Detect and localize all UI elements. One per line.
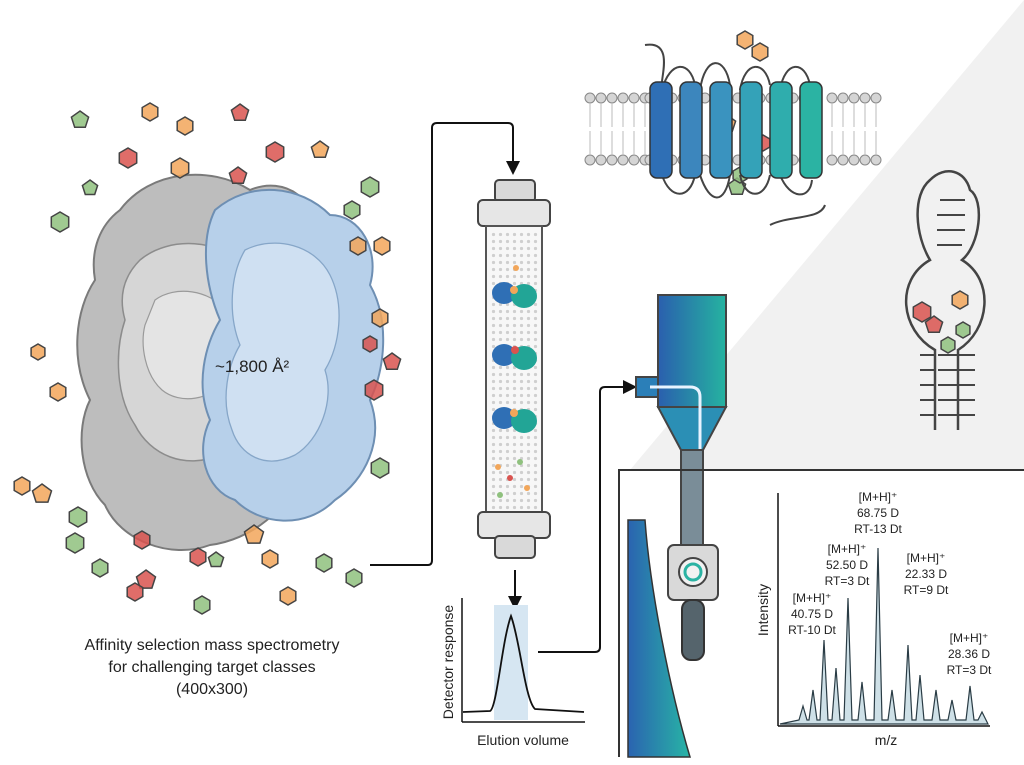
svg-text:[M+H]⁺: [M+H]⁺ bbox=[859, 490, 898, 504]
ligand-11 bbox=[360, 176, 380, 198]
ligand-25 bbox=[65, 532, 85, 554]
ligand-37 bbox=[207, 551, 225, 568]
ligand-29 bbox=[126, 582, 144, 602]
svg-text:52.50 D: 52.50 D bbox=[826, 558, 868, 572]
ligand-12 bbox=[343, 200, 361, 220]
ligand-13 bbox=[349, 236, 367, 256]
spectrum-xlabel: m/z bbox=[875, 732, 898, 748]
bound-complex-2 bbox=[492, 344, 537, 370]
rna-ligand-5 bbox=[940, 336, 956, 354]
peak-annotation-2: [M+H]⁺ 52.50 D RT=3 Dt bbox=[825, 542, 870, 588]
ligand-3 bbox=[230, 103, 250, 122]
peak-annotation-4: [M+H]⁺ 22.33 D RT=9 Dt bbox=[904, 551, 949, 597]
ligand-20 bbox=[49, 382, 67, 402]
ligand-19 bbox=[30, 343, 46, 361]
ms-panel-sweep bbox=[627, 519, 692, 758]
flow-arrow-to-column bbox=[370, 122, 520, 566]
svg-text:68.75 D: 68.75 D bbox=[857, 506, 899, 520]
svg-text:RT-10 Dt: RT-10 Dt bbox=[788, 623, 836, 637]
ligand-1 bbox=[141, 102, 159, 122]
bound-complex-1 bbox=[492, 282, 537, 308]
chromatogram-ylabel: Detector response bbox=[440, 605, 456, 720]
ligand-2 bbox=[176, 116, 194, 136]
flow-arrow-to-ms bbox=[538, 380, 637, 653]
elution-peak bbox=[462, 613, 585, 713]
ligand-10 bbox=[50, 211, 70, 233]
ligand-26 bbox=[91, 558, 109, 578]
svg-text:RT=9 Dt: RT=9 Dt bbox=[904, 583, 949, 597]
caption-line-1: Affinity selection mass spectrometry bbox=[85, 637, 340, 654]
sec-column bbox=[477, 179, 551, 559]
svg-text:RT-13 Dt: RT-13 Dt bbox=[854, 522, 902, 536]
rna-hairpin bbox=[905, 170, 986, 430]
mass-spectrometer bbox=[618, 294, 1024, 758]
ligand-21 bbox=[370, 457, 390, 479]
ligand-22 bbox=[13, 476, 31, 496]
ligand-17 bbox=[382, 352, 402, 371]
rna-ligand-1 bbox=[912, 301, 932, 323]
membrane-protein bbox=[584, 43, 882, 226]
protein-dimer: ~1,800 Å² bbox=[76, 173, 385, 551]
ligand-36 bbox=[279, 586, 297, 606]
caption-line-2: for challenging target classes bbox=[108, 659, 315, 676]
background-wedge bbox=[630, 0, 1024, 470]
svg-text:22.33 D: 22.33 D bbox=[905, 567, 947, 581]
ligand-34 bbox=[345, 568, 363, 588]
collected-fraction-band bbox=[494, 605, 528, 720]
chromatogram-xlabel: Elution volume bbox=[477, 732, 569, 748]
rna-ligand-2 bbox=[924, 315, 944, 334]
ligand-9 bbox=[81, 179, 99, 196]
ligand-7 bbox=[228, 166, 248, 185]
ligand-4 bbox=[265, 141, 285, 163]
ligand-6 bbox=[170, 157, 190, 179]
spectrum-ylabel: Intensity bbox=[755, 584, 771, 636]
svg-text:RT=3 Dt: RT=3 Dt bbox=[947, 663, 992, 677]
caption-line-3: (400x300) bbox=[176, 681, 248, 698]
peak-annotation-3: [M+H]⁺ 68.75 D RT-13 Dt bbox=[854, 490, 902, 536]
interface-area-label: ~1,800 Å² bbox=[215, 357, 290, 376]
svg-text:28.36 D: 28.36 D bbox=[948, 647, 990, 661]
membrane-ligand-1 bbox=[736, 30, 754, 50]
svg-text:[M+H]⁺: [M+H]⁺ bbox=[828, 542, 867, 556]
ligand-33 bbox=[315, 553, 333, 573]
ligand-5 bbox=[118, 147, 138, 169]
ligand-15 bbox=[371, 308, 389, 328]
ligand-28 bbox=[135, 569, 157, 589]
ligand-31 bbox=[243, 524, 265, 544]
svg-text:[M+H]⁺: [M+H]⁺ bbox=[907, 551, 946, 565]
ligand-30 bbox=[189, 547, 207, 567]
ligand-18 bbox=[364, 379, 384, 401]
mass-spectrum: Intensity m/z [M+H]⁺ 40.75 D RT-10 Dt [M… bbox=[755, 490, 992, 748]
ligand-27 bbox=[133, 530, 151, 550]
ligand-8 bbox=[310, 140, 330, 159]
peak-annotation-1: [M+H]⁺ 40.75 D RT-10 Dt bbox=[788, 591, 836, 637]
rna-ligand-3 bbox=[951, 290, 969, 310]
ligand-35 bbox=[193, 595, 211, 615]
ligand-24 bbox=[68, 506, 88, 528]
rna-ligand-4 bbox=[955, 321, 971, 339]
ligand-38 bbox=[70, 110, 90, 129]
membrane-ligand-2 bbox=[751, 42, 769, 62]
ligand-16 bbox=[362, 335, 378, 353]
bound-complex-3 bbox=[492, 407, 537, 433]
chromatogram-plot: Detector response Elution volume bbox=[440, 598, 585, 748]
peak-annotation-5: [M+H]⁺ 28.36 D RT=3 Dt bbox=[947, 631, 992, 677]
svg-text:40.75 D: 40.75 D bbox=[791, 607, 833, 621]
ms-source-housing bbox=[657, 294, 727, 408]
ligand-23 bbox=[31, 483, 53, 503]
svg-text:RT=3 Dt: RT=3 Dt bbox=[825, 574, 870, 588]
svg-text:[M+H]⁺: [M+H]⁺ bbox=[950, 631, 989, 645]
ligand-32 bbox=[261, 549, 279, 569]
ligand-14 bbox=[373, 236, 391, 256]
svg-text:[M+H]⁺: [M+H]⁺ bbox=[793, 591, 832, 605]
figure-caption: Affinity selection mass spectrometry for… bbox=[85, 637, 340, 698]
